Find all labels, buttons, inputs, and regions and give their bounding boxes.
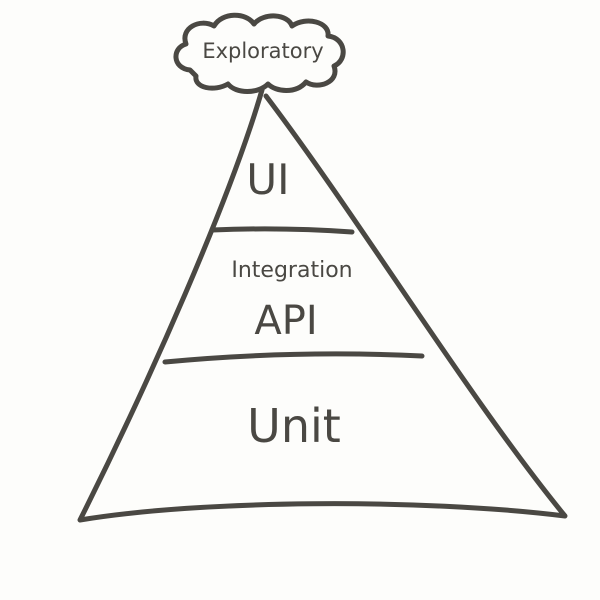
exploratory-cloud bbox=[173, 12, 346, 94]
layer-api-label: API bbox=[254, 298, 317, 344]
layer-integration-label: Integration bbox=[231, 258, 352, 283]
layer-unit-label: Unit bbox=[247, 399, 341, 453]
pyramid-outline bbox=[77, 87, 568, 523]
divider-ui-integration bbox=[209, 226, 355, 235]
divider-api-unit bbox=[162, 351, 425, 365]
exploratory-label: Exploratory bbox=[202, 39, 323, 63]
layer-ui-label: UI bbox=[246, 155, 289, 204]
